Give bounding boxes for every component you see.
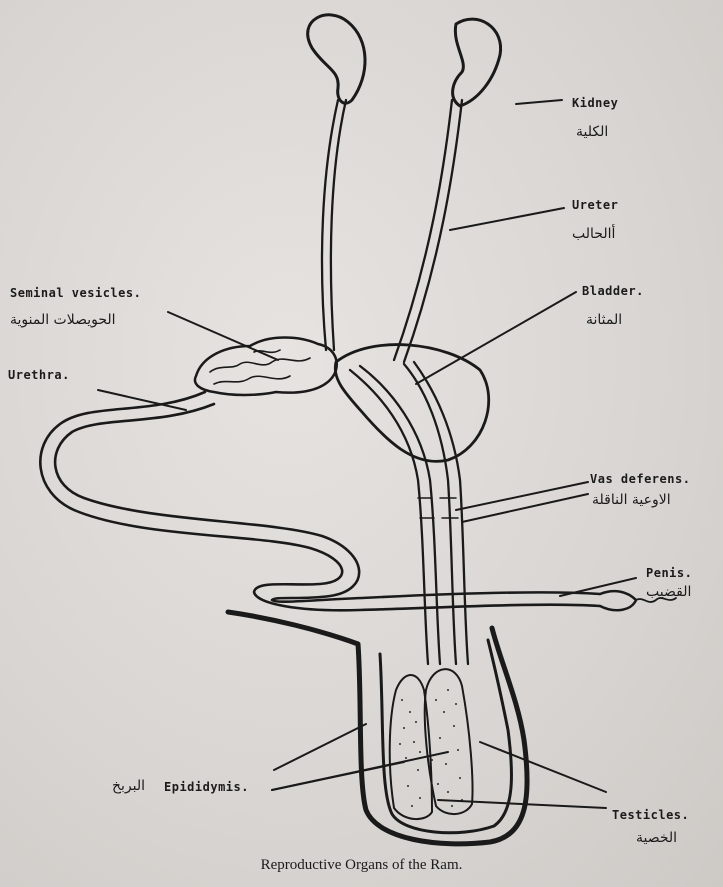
right-ureter [392, 98, 454, 362]
left-kidney [306, 13, 367, 105]
epididymis-label: Epididymis. [164, 780, 249, 794]
ureter-label: Ureter [572, 198, 619, 212]
penis-label-arabic: القضيب [646, 584, 692, 600]
testicles-label-arabic: الخصية [636, 830, 678, 846]
ureter-label-arabic: أالحالب [572, 226, 616, 242]
vas-deferens-label-arabic: الاوعية الناقلة [592, 492, 671, 508]
right-kidney [451, 17, 503, 108]
bladder-label: Bladder. [582, 284, 644, 298]
kidney-label-arabic: الكلية [576, 124, 609, 140]
urethra [39, 390, 602, 612]
testicle-stippling [399, 689, 463, 807]
seminal-vesicles-label-arabic: الحويصلات المنوية [10, 312, 116, 328]
scrotum [225, 609, 530, 847]
left-testicle [388, 674, 433, 820]
kidney-label: Kidney [572, 96, 619, 110]
leader-lines [97, 99, 637, 809]
seminal-vesicles [193, 336, 338, 397]
left-ureter [320, 98, 340, 352]
epididymis-label-arabic: البربخ [112, 778, 146, 794]
testicles-label: Testicles. [612, 808, 690, 822]
penis-tip [598, 589, 638, 612]
vas-deferens-left [348, 368, 430, 666]
right-testicle [423, 668, 474, 815]
vas-deferens-label: Vas deferens. [590, 472, 691, 486]
urethra-label: Urethra. [8, 368, 70, 382]
penis-label: Penis. [646, 566, 693, 580]
bladder-label-arabic: المثانة [586, 312, 623, 328]
seminal-vesicles-label: Seminal vesicles. [10, 286, 142, 300]
figure-caption: Reproductive Organs of the Ram. [260, 857, 463, 873]
vas-deferens-right [402, 362, 458, 666]
bladder [333, 343, 490, 463]
